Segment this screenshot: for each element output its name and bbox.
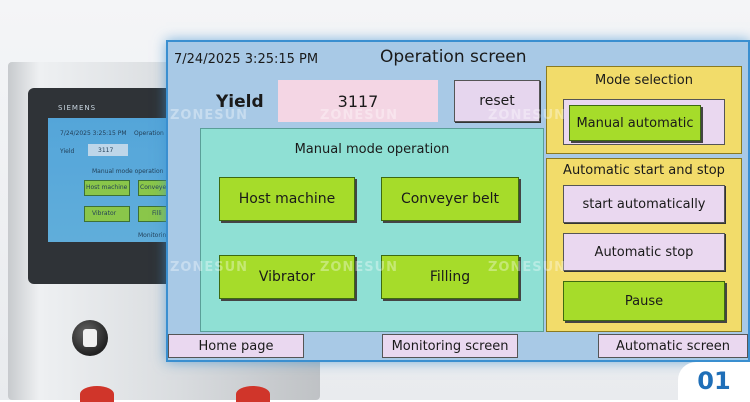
mini-datetime: 7/24/2025 3:25:15 PM: [60, 130, 127, 137]
red-button-left: [80, 386, 114, 402]
yield-counter: 3117: [278, 80, 438, 122]
mini-button-host-label: Host machine: [86, 184, 128, 191]
automatic-start-stop-panel: Automatic start and stop start automatic…: [546, 158, 742, 332]
mini-button-vibrator: [84, 206, 130, 222]
hmi-operation-screen: 7/24/2025 3:25:15 PM Operation screen Yi…: [166, 40, 750, 362]
manual-panel-title: Manual mode operation: [294, 142, 450, 157]
nav-monitoring-screen[interactable]: Monitoring screen: [382, 334, 518, 358]
start-automatically-button[interactable]: start automatically: [563, 185, 725, 223]
reset-button[interactable]: reset: [454, 80, 540, 122]
mini-button-host: [84, 180, 130, 196]
nav-home-page[interactable]: Home page: [168, 334, 304, 358]
mode-panel-title: Mode selection: [595, 73, 693, 88]
mode-selection-panel: Mode selection Manual automatic: [546, 66, 742, 154]
mini-button-conveyer-label: Conveyer: [140, 184, 169, 191]
brand-logo: SIEMENS: [58, 104, 97, 112]
conveyer-belt-button[interactable]: Conveyer belt: [381, 177, 519, 221]
vibrator-button[interactable]: Vibrator: [219, 255, 355, 299]
auto-panel-title: Automatic start and stop: [563, 163, 725, 178]
red-button-right: [236, 386, 270, 402]
manual-mode-panel: Manual mode operation Host machine Conve…: [200, 128, 544, 332]
yield-label: Yield: [216, 92, 264, 112]
mini-yield-box: [88, 144, 128, 156]
screen-title: Operation screen: [380, 47, 527, 67]
selector-knob-handle: [83, 329, 97, 347]
datetime-display: 7/24/2025 3:25:15 PM: [174, 52, 319, 67]
mini-yield-value: 3117: [98, 147, 114, 154]
mini-subtitle: Manual mode operation: [92, 168, 164, 175]
mini-title: Operation: [134, 130, 164, 137]
mini-nav-monitoring: Monitoring: [138, 232, 171, 239]
manual-automatic-toggle[interactable]: Manual automatic: [569, 105, 701, 141]
mini-button-vibrator-label: Vibrator: [92, 210, 117, 217]
page-number-badge: 01: [678, 362, 750, 400]
mini-yield-label: Yield: [60, 148, 75, 155]
automatic-stop-button[interactable]: Automatic stop: [563, 233, 725, 271]
pause-button[interactable]: Pause: [563, 281, 725, 321]
mini-button-filling-label: Filli: [152, 210, 162, 217]
filling-button[interactable]: Filling: [381, 255, 519, 299]
host-machine-button[interactable]: Host machine: [219, 177, 355, 221]
nav-automatic-screen[interactable]: Automatic screen: [598, 334, 748, 358]
